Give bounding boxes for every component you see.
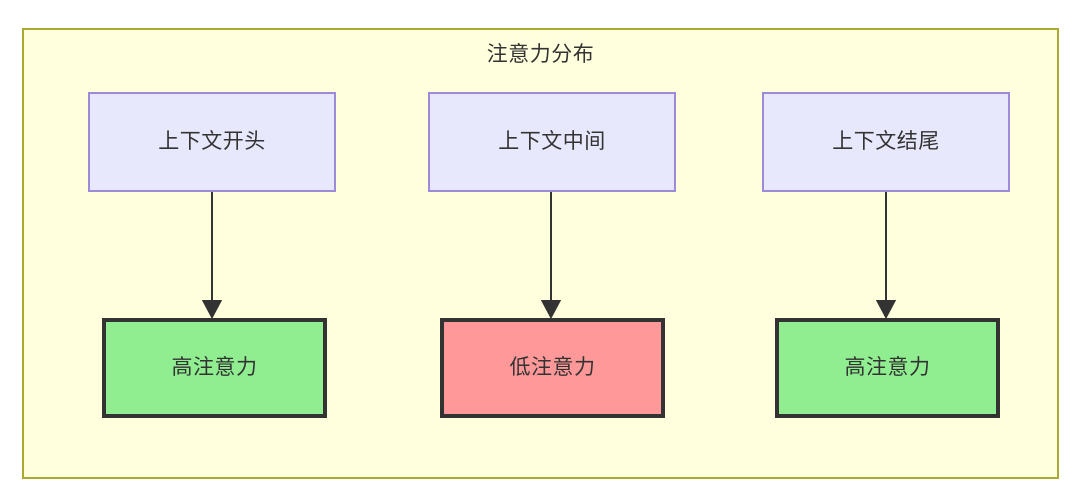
node-context-end-label: 上下文结尾 — [832, 130, 940, 154]
node-context-middle-label: 上下文中间 — [498, 130, 606, 154]
node-context-start-label: 上下文开头 — [158, 130, 266, 154]
subgraph-title: 注意力分布 — [486, 43, 595, 66]
node-attention-high-end-label: 高注意力 — [844, 356, 931, 380]
node-context-end[interactable]: 上下文结尾 — [762, 92, 1010, 192]
node-attention-high-end[interactable]: 高注意力 — [775, 318, 1000, 418]
node-attention-low-middle[interactable]: 低注意力 — [440, 318, 665, 418]
node-context-middle[interactable]: 上下文中间 — [428, 92, 676, 192]
node-attention-high-start-label: 高注意力 — [171, 356, 258, 380]
node-attention-high-start[interactable]: 高注意力 — [102, 318, 327, 418]
node-context-start[interactable]: 上下文开头 — [88, 92, 336, 192]
node-attention-low-middle-label: 低注意力 — [509, 356, 596, 380]
